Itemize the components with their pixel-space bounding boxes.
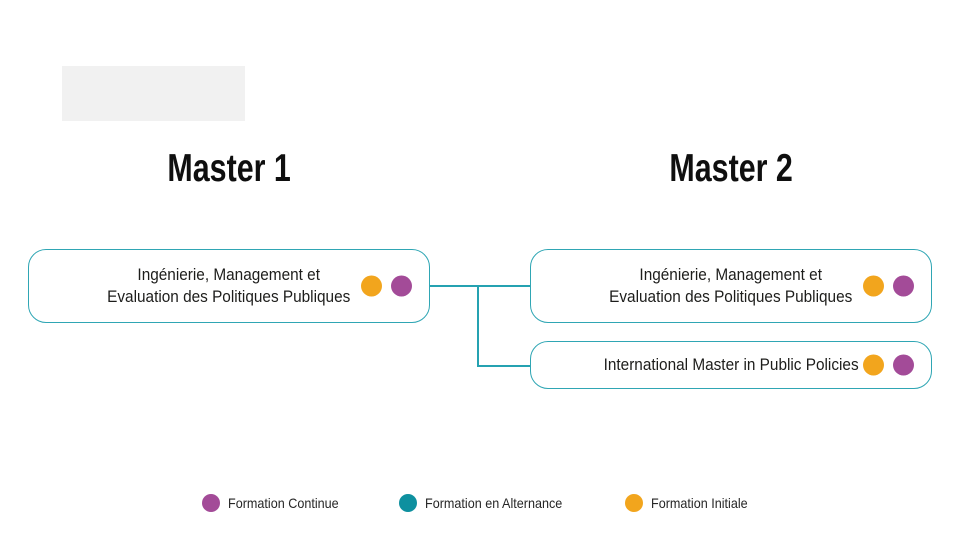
legend: Formation Continue Formation en Alternan… [0,494,960,512]
formation-continue-dot [391,275,412,297]
formation-continue-dot [893,354,914,376]
program-title-line: Ingénierie, Management et [639,266,823,284]
column-title-master-2-label: Master 2 [669,147,793,190]
legend-label: Formation Continue [227,495,339,511]
program-title-line: Ingénierie, Management et [137,266,321,284]
program-box-m2-international-text: International Master in Public Policies [531,342,931,388]
program-title-line: Evaluation des Politiques Publiques [609,288,853,306]
formation-initiale-dot [863,354,884,376]
formation-dots [863,354,914,376]
program-box-m2-impp-text: Ingénierie, Management et Evaluation des… [531,250,931,322]
program-box-m2-international: International Master in Public Policies [530,341,932,389]
program-box-m2-impp: Ingénierie, Management et Evaluation des… [530,249,932,323]
column-title-master-1: Master 1 [28,147,430,191]
legend-item-formation-continue: Formation Continue [201,494,351,512]
program-title-line: Evaluation des Politiques Publiques [107,288,351,306]
watermark [62,66,245,121]
formation-dots [361,275,412,297]
legend-label: Formation en Alternance [424,495,562,511]
formation-continue-dot [201,494,220,512]
legend-label: Formation Initiale [651,495,748,511]
legend-item-formation-en-alternance: Formation en Alternance [398,494,578,512]
formation-continue-dot [893,275,914,297]
formation-initiale-dot [625,494,644,512]
connector-line-vertical [477,285,479,367]
column-title-master-1-label: Master 1 [167,147,291,190]
connector-line-horizontal-top [430,285,530,287]
program-box-m1-impp: Ingénierie, Management et Evaluation des… [28,249,430,323]
program-box-m1-impp-text: Ingénierie, Management et Evaluation des… [29,250,429,322]
column-title-master-2: Master 2 [530,147,932,191]
formation-initiale-dot [361,275,382,297]
program-title-line: International Master in Public Policies [603,356,859,374]
connector-line-horizontal-bottom [477,365,530,367]
formation-initiale-dot [863,275,884,297]
formation-en-alternance-dot [398,494,417,512]
legend-item-formation-initiale: Formation Initiale [625,494,758,512]
formation-dots [863,275,914,297]
